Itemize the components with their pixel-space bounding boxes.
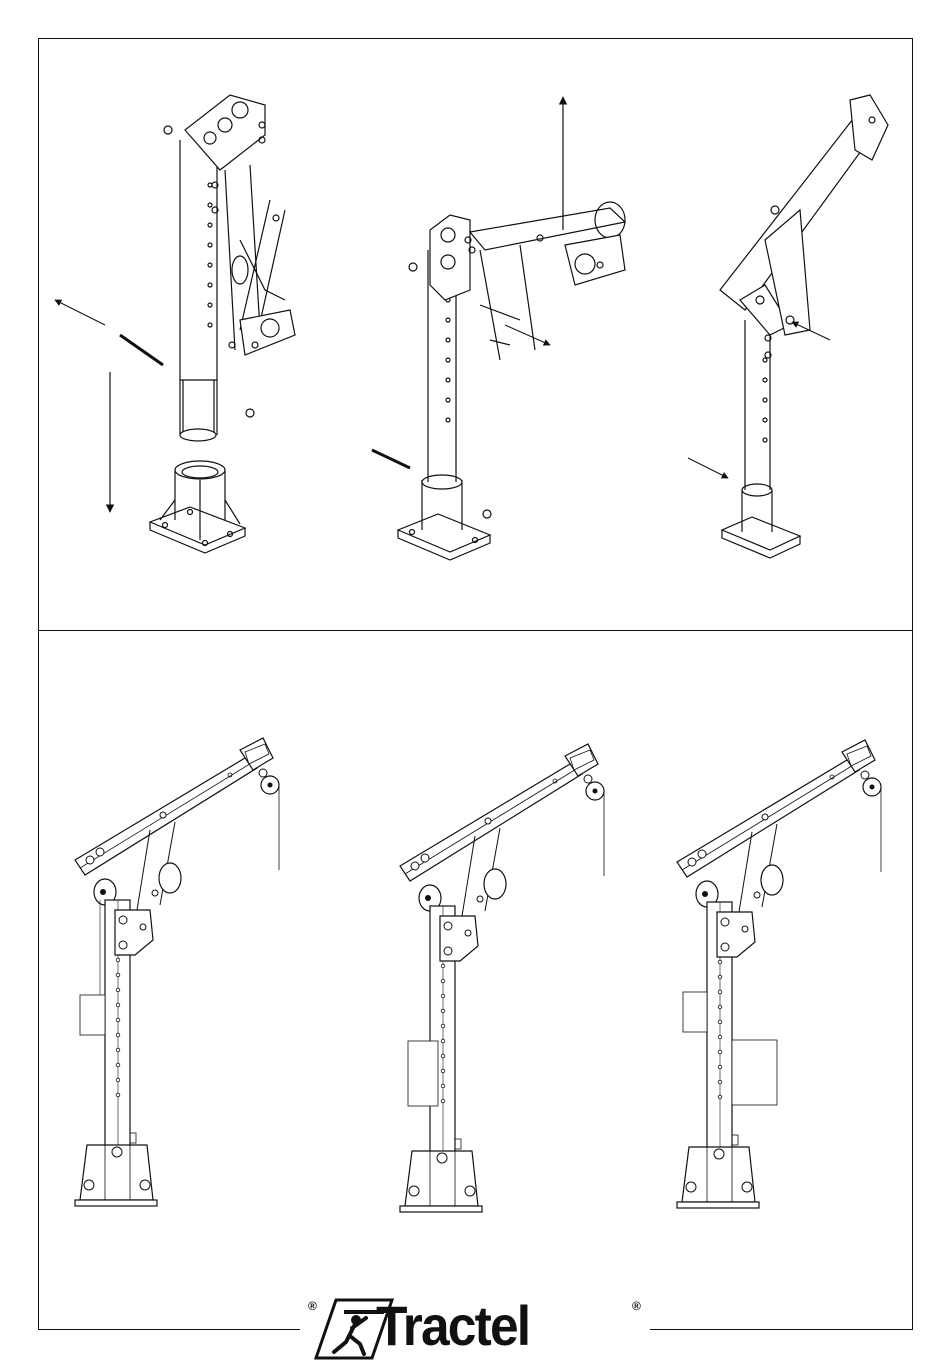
mast-tube: [745, 320, 770, 490]
assembly-step-1: [120, 95, 295, 553]
mast-position-2: [400, 744, 604, 1212]
base-socket: [722, 484, 800, 558]
counterweight-block: [80, 995, 105, 1035]
tractel-logo: ® Tractel ®: [300, 1296, 650, 1366]
folded-boom: [185, 95, 295, 355]
counterweight-block: [732, 1040, 777, 1105]
mast-position-1: [75, 738, 279, 1206]
angled-boom: [720, 95, 888, 358]
clip-ring: [164, 126, 172, 134]
clip-ring: [483, 510, 491, 518]
assembly-step-3: [720, 95, 888, 558]
counterweight-block: [683, 992, 707, 1032]
base-socket: [398, 475, 490, 560]
arrow-pin-lower: [688, 458, 728, 478]
assembly-step-2: [372, 202, 625, 560]
counterweight-block: [408, 1041, 438, 1106]
arrow-remove-pin: [55, 300, 105, 325]
brand-wordmark: Tractel: [376, 1298, 529, 1354]
arrow-insert-pin: [505, 325, 550, 345]
locking-pin: [120, 335, 163, 365]
registered-mark-right: ®: [632, 1300, 641, 1312]
clip-ring: [246, 409, 254, 417]
mast-position-3: [677, 740, 881, 1208]
locking-pin: [372, 450, 410, 468]
clip-ring: [409, 263, 417, 271]
raised-boom: [430, 202, 625, 360]
base-socket: [150, 461, 245, 553]
